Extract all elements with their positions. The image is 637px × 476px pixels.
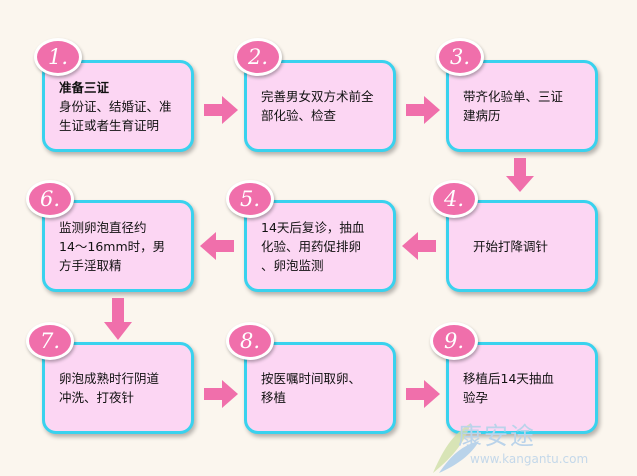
step-8-box: 按医嘱时间取卵、 移植 [244, 342, 396, 434]
step-2-line-2: 部化验、检查 [261, 108, 337, 123]
arrow-8-to-9-icon [406, 380, 440, 408]
step-3-line-1: 带齐化验单、三证 [463, 89, 564, 104]
step-9-line-2: 验孕 [463, 390, 489, 405]
step-9-badge: 9. [430, 322, 478, 360]
step-8-line-2: 移植 [261, 390, 287, 405]
step-1-badge: 1. [34, 38, 82, 76]
step-1-line-2: 生证或者生育证明 [59, 117, 160, 133]
step-6-badge: 6. [26, 180, 74, 218]
step-2-box: 完善男女双方术前全 部化验、检查 [244, 60, 396, 152]
step-9-line-1: 移植后14天抽血 [463, 371, 554, 386]
step-1-heading: 准备三证 [59, 79, 110, 95]
step-6-line-1: 监测卵泡直径约 [59, 219, 147, 235]
step-9-box: 移植后14天抽血 验孕 [446, 342, 598, 434]
step-7-line-2: 冲洗、打夜针 [59, 390, 135, 405]
step-4-line-1: 开始打降调针 [473, 238, 549, 254]
step-2-badge: 2. [234, 38, 282, 76]
arrow-2-to-3-icon [406, 96, 440, 124]
step-4-badge: 4. [430, 180, 478, 218]
step-5-line-2: 化验、用药促排卵 [261, 238, 362, 254]
step-5-line-3: 、卵泡监测 [261, 257, 324, 273]
step-7-line-1: 卵泡成熟时行阴道 [59, 371, 160, 386]
step-3-badge: 3. [436, 38, 484, 76]
step-7-badge: 7. [26, 322, 74, 360]
step-1-box: 准备三证 身份证、结婚证、准 生证或者生育证明 [42, 60, 194, 152]
step-6-line-3: 方手淫取精 [59, 257, 122, 273]
step-3-box: 带齐化验单、三证 建病历 [446, 60, 598, 152]
watermark-logo-text: 康安途 [458, 422, 536, 450]
watermark-leaf-icon [433, 423, 479, 473]
step-1-line-1: 身份证、结婚证、准 [59, 98, 172, 114]
step-8-line-1: 按医嘱时间取卵、 [261, 371, 362, 386]
arrow-6-to-7-icon [104, 298, 132, 340]
arrow-5-to-6-icon [200, 232, 234, 260]
step-6-box: 监测卵泡直径约 14～16mm时，男 方手淫取精 [42, 200, 194, 292]
step-5-badge: 5. [226, 180, 274, 218]
arrow-1-to-2-icon [204, 96, 238, 124]
arrow-7-to-8-icon [204, 380, 238, 408]
step-5-line-1: 14天后复诊，抽血 [261, 219, 365, 235]
step-2-line-1: 完善男女双方术前全 [261, 89, 374, 104]
step-6-line-2: 14～16mm时，男 [59, 238, 166, 254]
watermark-url: www.kangantu.com [470, 452, 589, 466]
step-3-line-2: 建病历 [463, 108, 501, 123]
step-7-box: 卵泡成熟时行阴道 冲洗、打夜针 [42, 342, 194, 434]
step-4-box: 开始打降调针 [446, 200, 598, 292]
step-8-badge: 8. [226, 322, 274, 360]
step-5-box: 14天后复诊，抽血 化验、用药促排卵 、卵泡监测 [244, 200, 396, 292]
arrow-3-to-4-icon [506, 158, 534, 192]
arrow-4-to-5-icon [402, 232, 436, 260]
